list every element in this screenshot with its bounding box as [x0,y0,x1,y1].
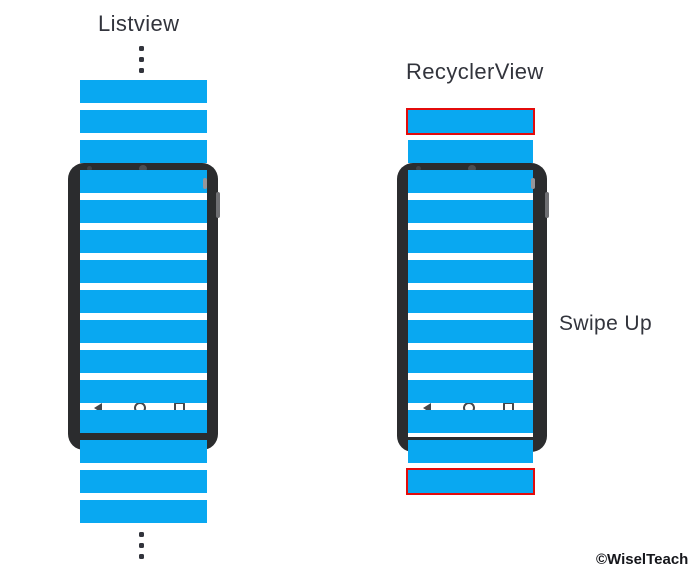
list-item-bar [408,200,533,223]
volume-button [545,192,549,218]
back-icon [94,403,102,413]
proximity-sensor-icon [87,166,92,171]
proximity-sensor-icon [416,166,421,171]
recyclerview-item-stack [406,108,535,495]
list-item-bar [80,500,207,523]
list-item-bar [408,230,533,253]
list-item-bar [408,260,533,283]
list-item-bar [80,200,207,223]
list-item-bar [408,140,533,163]
list-item-bar [80,320,207,343]
list-item-bar [80,440,207,463]
list-item-bar [408,320,533,343]
list-item-bar [80,140,207,163]
list-item-bar [408,410,533,433]
list-item-bar [80,350,207,373]
camera-icon [468,165,476,172]
list-item-bar [408,170,533,193]
ellipsis-dot [139,68,144,73]
camera-icon [139,165,147,172]
ellipsis-dot [139,543,144,548]
listview-title: Listview [98,11,180,36]
ellipsis-dots-below [139,532,144,559]
watermark: ©WiselTeach [596,551,689,568]
recycled-item-bar [406,468,535,495]
list-item-bar [80,80,207,103]
list-item-bar [408,440,533,463]
recycled-item-bar [406,108,535,135]
volume-button [216,192,220,218]
list-item-bar [80,110,207,133]
ellipsis-dot [139,46,144,51]
list-item-bar [80,380,207,403]
scrollbar-thumb [531,178,535,189]
ellipsis-dot [139,532,144,537]
scrollbar-thumb [203,178,207,189]
list-item-bar [80,470,207,493]
list-item-bar [80,230,207,253]
ellipsis-dots-above [139,46,144,73]
ellipsis-dot [139,554,144,559]
back-icon [423,403,431,413]
recyclerview-title: RecyclerView [406,59,544,84]
list-item-bar [80,290,207,313]
list-item-bar [80,410,207,433]
list-item-bar [408,380,533,403]
list-item-bar [80,260,207,283]
list-item-bar [408,350,533,373]
ellipsis-dot [139,57,144,62]
list-item-bar [80,170,207,193]
list-item-bar [408,290,533,313]
swipe-up-label: Swipe Up [559,312,653,335]
listview-item-stack [80,80,207,523]
